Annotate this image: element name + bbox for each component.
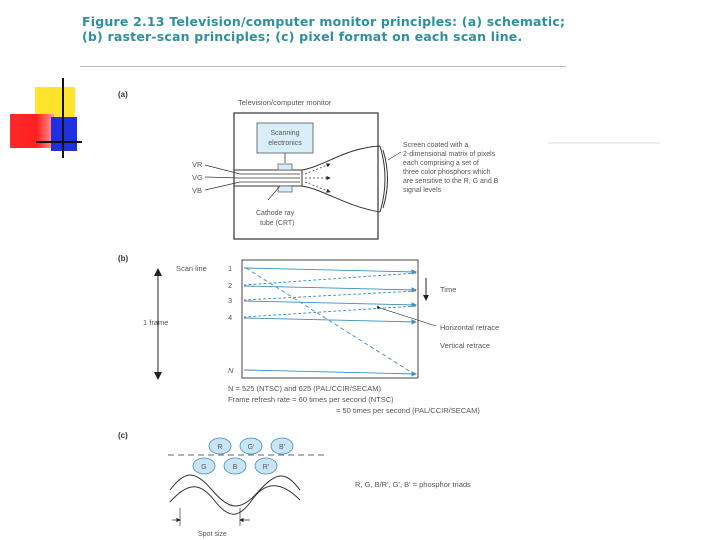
screen-text-line2: 2-dimensional matrix of pixels	[403, 151, 496, 158]
part-a-tag: (a)	[118, 90, 128, 99]
figure-title: Figure 2.13 Television/computer monitor …	[82, 14, 566, 44]
triad-legend: R, G, B/R', G', B' = phosphor triads	[355, 480, 471, 489]
raster-frame	[241, 259, 419, 379]
line-number-4: 4	[228, 313, 232, 322]
scanning-label-line2: electronics	[268, 140, 302, 147]
spot-profile-curve-2	[169, 485, 301, 515]
spot-profile-curve-1	[169, 474, 301, 507]
input-leads	[204, 164, 241, 191]
screen-text-line3: each comprising a set of	[403, 160, 479, 167]
crt-label-line2: tube (CRT)	[260, 220, 295, 227]
line-number-1: 1	[228, 264, 232, 273]
screen-text-line4: three color phosphors which	[403, 169, 491, 176]
title-rule	[80, 66, 566, 67]
scan-line-label: Scan line	[176, 264, 207, 273]
horizontal-retrace-label: Horizontal retrace	[440, 323, 499, 332]
vertical-retrace-line	[245, 267, 415, 375]
crt-label-line1: Cathode ray	[256, 210, 295, 217]
deco-horizontal-line	[36, 141, 82, 143]
line-number-n: N	[228, 366, 234, 375]
deco-vertical-line	[62, 78, 64, 158]
line-number-3: 3	[228, 296, 232, 305]
triad-r-prime: R'	[263, 464, 269, 471]
part-c-tag: (c)	[118, 431, 128, 440]
horizontal-retrace-leader	[376, 305, 437, 327]
triad-b-prime: B'	[279, 444, 285, 451]
part-b-tag: (b)	[118, 254, 129, 263]
crt-tube	[233, 145, 388, 213]
monitor-label: Television/computer monitor	[238, 98, 332, 107]
frame-arrow-down	[154, 372, 162, 380]
note-line-1: N = 525 (NTSC) and 625 (PAL/CCIR/SECAM)	[228, 384, 382, 393]
note-line-3: = 50 times per second (PAL/CCIR/SECAM)	[336, 406, 480, 415]
frame-arrow-up	[154, 268, 162, 276]
scanning-label-line1: Scanning	[270, 130, 299, 137]
deco-blue-square	[51, 117, 77, 151]
screen-text-line1: Screen coated with a	[403, 142, 468, 149]
screen-label-leader	[387, 151, 402, 161]
time-label: Time	[440, 285, 456, 294]
triad-g: G	[201, 464, 206, 471]
spot-size-label: Spot size	[198, 531, 227, 538]
note-line-2: Frame refresh rate = 60 times per second…	[228, 395, 394, 404]
crt-label-leader	[267, 185, 281, 201]
scan-lines	[243, 267, 417, 377]
input-vb: VB	[192, 186, 202, 195]
screen-text-line6: signal levels	[403, 187, 442, 194]
vertical-retrace-label: Vertical retrace	[440, 341, 490, 350]
line-number-2: 2	[228, 281, 232, 290]
input-vg: VG	[192, 173, 203, 182]
triad-b: B	[233, 464, 238, 471]
frame-label: 1 frame	[143, 318, 168, 327]
screen-text-line5: are sensitive to the R, G and B	[403, 178, 499, 185]
deflection-coil-top	[277, 163, 293, 171]
phosphor-triads	[192, 437, 294, 475]
electron-beams	[240, 163, 331, 193]
deflection-coil-bottom	[277, 185, 293, 193]
triad-r: R	[217, 444, 222, 451]
triad-g-prime: G'	[248, 444, 255, 451]
input-vr: VR	[192, 160, 203, 169]
scanning-electronics-box	[256, 122, 314, 154]
